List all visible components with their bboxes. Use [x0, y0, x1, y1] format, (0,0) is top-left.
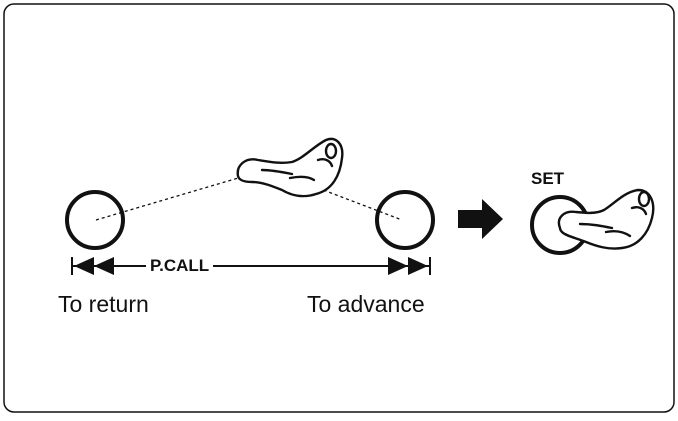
- pointing-hand-icon: [236, 137, 344, 198]
- return-dial: [65, 190, 125, 250]
- skip-forward-icon: [388, 257, 428, 275]
- skip-back-icon: [74, 257, 114, 275]
- advance-guide-line: [317, 187, 403, 221]
- set-label: SET: [531, 169, 565, 188]
- return-caption: To return: [58, 291, 149, 317]
- diagram-frame: [3, 3, 675, 413]
- right-arrow-icon: [458, 199, 503, 239]
- advance-dial: [375, 190, 435, 250]
- advance-caption: To advance: [307, 291, 425, 317]
- pcall-label: P.CALL: [146, 256, 214, 276]
- pressing-hand-icon: [557, 188, 655, 250]
- return-guide-line: [95, 175, 246, 221]
- pcall-bar: [71, 257, 431, 275]
